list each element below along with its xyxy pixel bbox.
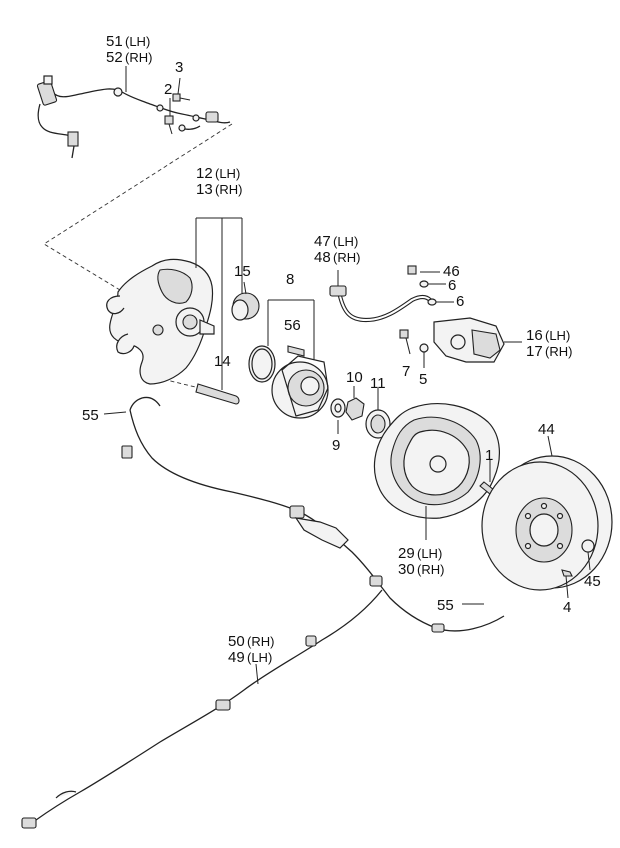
callout-51-52: 51 (LH) 52 (RH) [106,33,152,66]
callout-6b: 6 [456,293,464,310]
brake-caliper [433,317,522,363]
callout-16-17: 16 (LH) 17 (RH) [526,327,572,360]
callout-3: 3 [175,59,183,76]
callout-5: 5 [419,371,427,388]
callout-45: 45 [584,573,601,590]
svg-text:(RH): (RH) [215,182,242,197]
svg-text:(RH): (RH) [417,562,444,577]
bushing-15 [231,281,260,321]
svg-text:(LH): (LH) [247,650,272,665]
svg-text:(RH): (RH) [545,344,572,359]
bleeder-5 [419,343,429,353]
svg-text:17: 17 [526,343,543,360]
hub-bolt-56 [287,345,305,357]
callout-47-48: 47 (LH) 48 (RH) [314,233,360,266]
callout-1: 1 [485,447,493,464]
callout-8: 8 [286,271,294,288]
svg-text:50: 50 [228,633,245,650]
brake-hose [329,270,433,323]
fitting-46 [407,265,417,275]
svg-text:13: 13 [196,181,213,198]
dust-cap-11 [365,388,391,439]
svg-text:48: 48 [314,249,331,266]
callout-29-30: 29 (LH) 30 (RH) [398,545,444,578]
plug-45 [581,539,595,571]
hub-bolt-14 [195,366,240,405]
callout-44: 44 [538,421,555,438]
svg-text:52: 52 [106,49,123,66]
svg-text:(LH): (LH) [417,546,442,561]
svg-text:(RH): (RH) [125,50,152,65]
washer-6b [427,298,437,306]
callout-6a: 6 [448,277,456,294]
callout-56: 56 [284,317,301,334]
callout-14: 14 [214,353,231,370]
callout-2: 2 [164,81,172,98]
svg-text:49: 49 [228,649,245,666]
screw-4 [561,569,573,599]
callout-15: 15 [234,263,251,280]
svg-text:12: 12 [196,165,213,182]
svg-text:(LH): (LH) [125,34,150,49]
parking-brake-cable-lower [21,589,383,829]
callout-50-49: 50 (RH) 49 (LH) [228,633,274,666]
callout-46: 46 [443,263,460,280]
bolt-2 [164,115,174,135]
washer-9 [330,398,346,418]
svg-text:51: 51 [106,33,123,50]
svg-text:30: 30 [398,561,415,578]
callout-4: 4 [563,599,571,616]
rear-knuckle [106,258,215,385]
svg-text:(RH): (RH) [333,250,360,265]
svg-text:47: 47 [314,233,331,250]
bolt-7 [399,329,411,355]
svg-text:(LH): (LH) [545,328,570,343]
callout-9: 9 [332,437,340,454]
callout-10: 10 [346,369,363,386]
guide-dashed-line [43,123,233,291]
leader-lines [103,66,484,685]
bolt-3 [172,93,191,102]
callout-11: 11 [370,375,386,392]
svg-text:(LH): (LH) [333,234,358,249]
callout-7: 7 [402,363,410,380]
callout-12-bracket [195,217,243,390]
washer-6a [419,280,429,288]
callout-12-13: 12 (LH) 13 (RH) [196,165,242,198]
svg-text:(RH): (RH) [247,634,274,649]
parking-brake-cable-upper [121,396,505,633]
svg-text:(LH): (LH) [215,166,240,181]
callout-55b: 55 [437,597,454,614]
oring-ring [248,345,276,383]
wheel-hub-8 [267,299,329,419]
callout-55a: 55 [82,407,99,424]
wheel-speed-sensor-cable [36,75,231,159]
svg-text:29: 29 [398,545,415,562]
nut-10 [345,386,365,421]
svg-text:16: 16 [526,327,543,344]
brake-disc [481,435,613,591]
backing-plate [373,402,500,540]
